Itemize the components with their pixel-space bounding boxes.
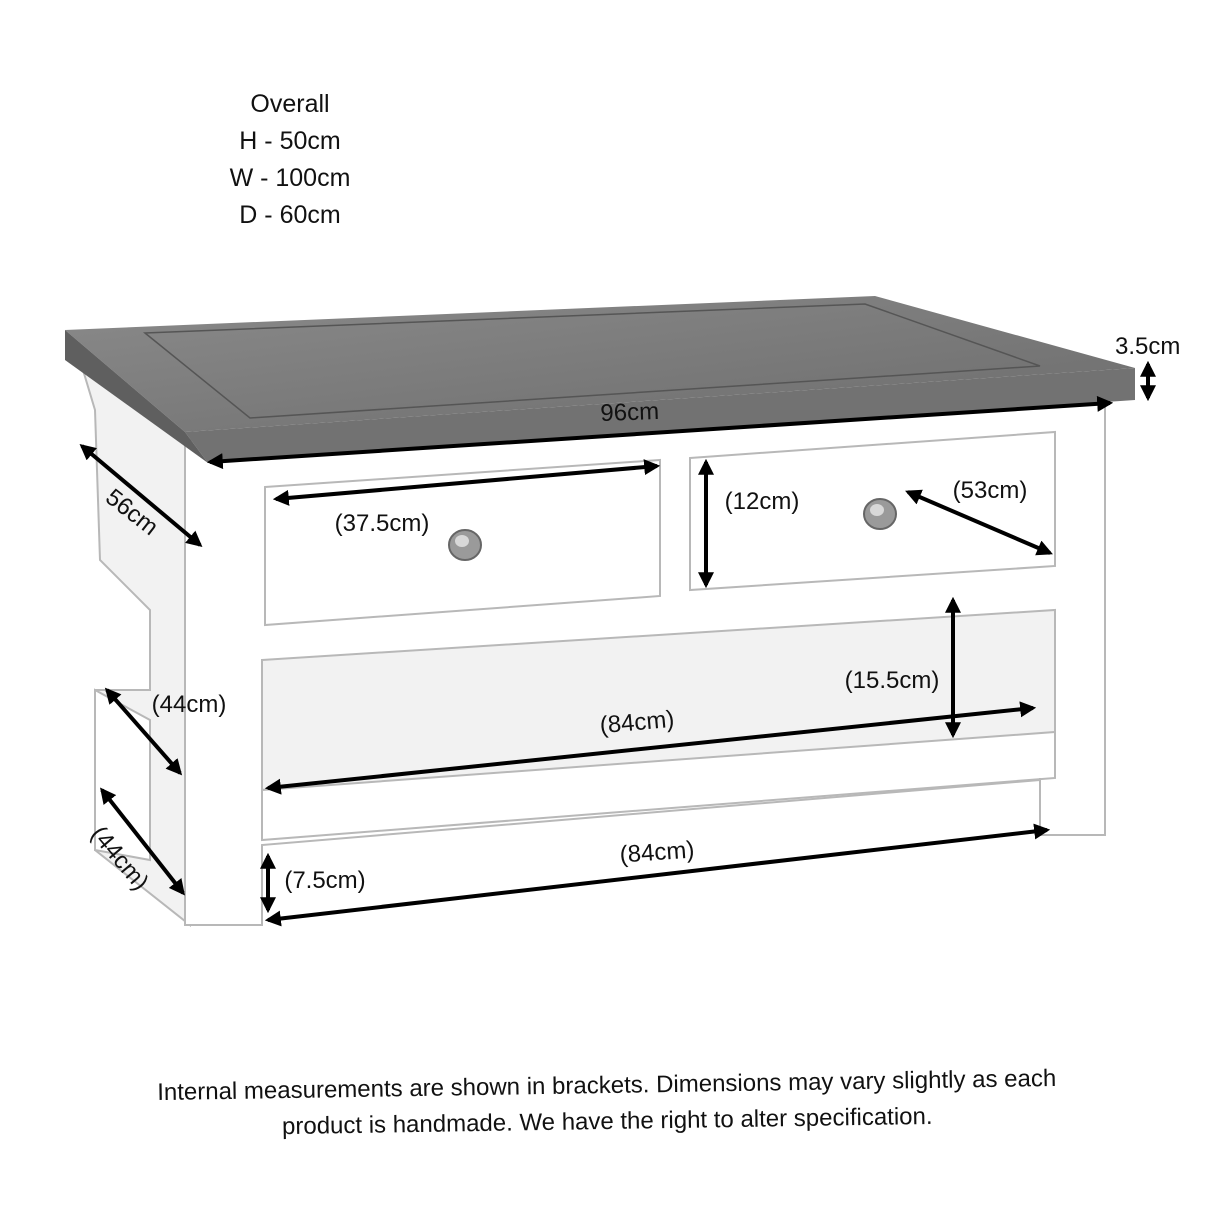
knob-icon — [863, 498, 897, 530]
side-depth-arrow — [79, 443, 203, 548]
knob-icon — [448, 529, 482, 561]
overall-height: H - 50cm — [239, 127, 341, 155]
top-thickness-label: 3.5cm — [1115, 333, 1180, 360]
shelf-width-arrow — [264, 701, 1037, 795]
left-drawer-width-label: (37.5cm) — [335, 510, 430, 537]
floor-clearance-label: (7.5cm) — [284, 867, 365, 894]
overall-depth: D - 60cm — [239, 201, 341, 229]
drawer-depth-label: (53cm) — [953, 477, 1028, 504]
tabletop-side-edge — [65, 330, 208, 463]
shelf-width-label: (84cm) — [599, 706, 676, 739]
left-drawer-width-arrow — [272, 459, 661, 506]
drawer-depth-arrow — [905, 489, 1053, 556]
top-width-arrow — [206, 395, 1114, 470]
tabletop-inner-panel — [142, 303, 1041, 419]
floor-depth-arrow — [100, 787, 185, 896]
drawer-height-label: (12cm) — [725, 488, 800, 515]
dimension-arrows — [79, 360, 1156, 927]
overall-width: W - 100cm — [229, 164, 351, 192]
shelf-depth-arrow — [104, 687, 183, 776]
shelf-depth-label: (44cm) — [152, 691, 227, 718]
top-width-label: 96cm — [600, 398, 660, 427]
overall-heading: Overall — [250, 90, 330, 118]
overall-dimensions: Overall H - 50cm W - 100cm D - 60cm — [190, 86, 390, 234]
floor-width-label: (84cm) — [619, 836, 695, 868]
floor-width-arrow — [264, 823, 1051, 927]
shelf-clearance-label: (15.5cm) — [845, 667, 940, 694]
